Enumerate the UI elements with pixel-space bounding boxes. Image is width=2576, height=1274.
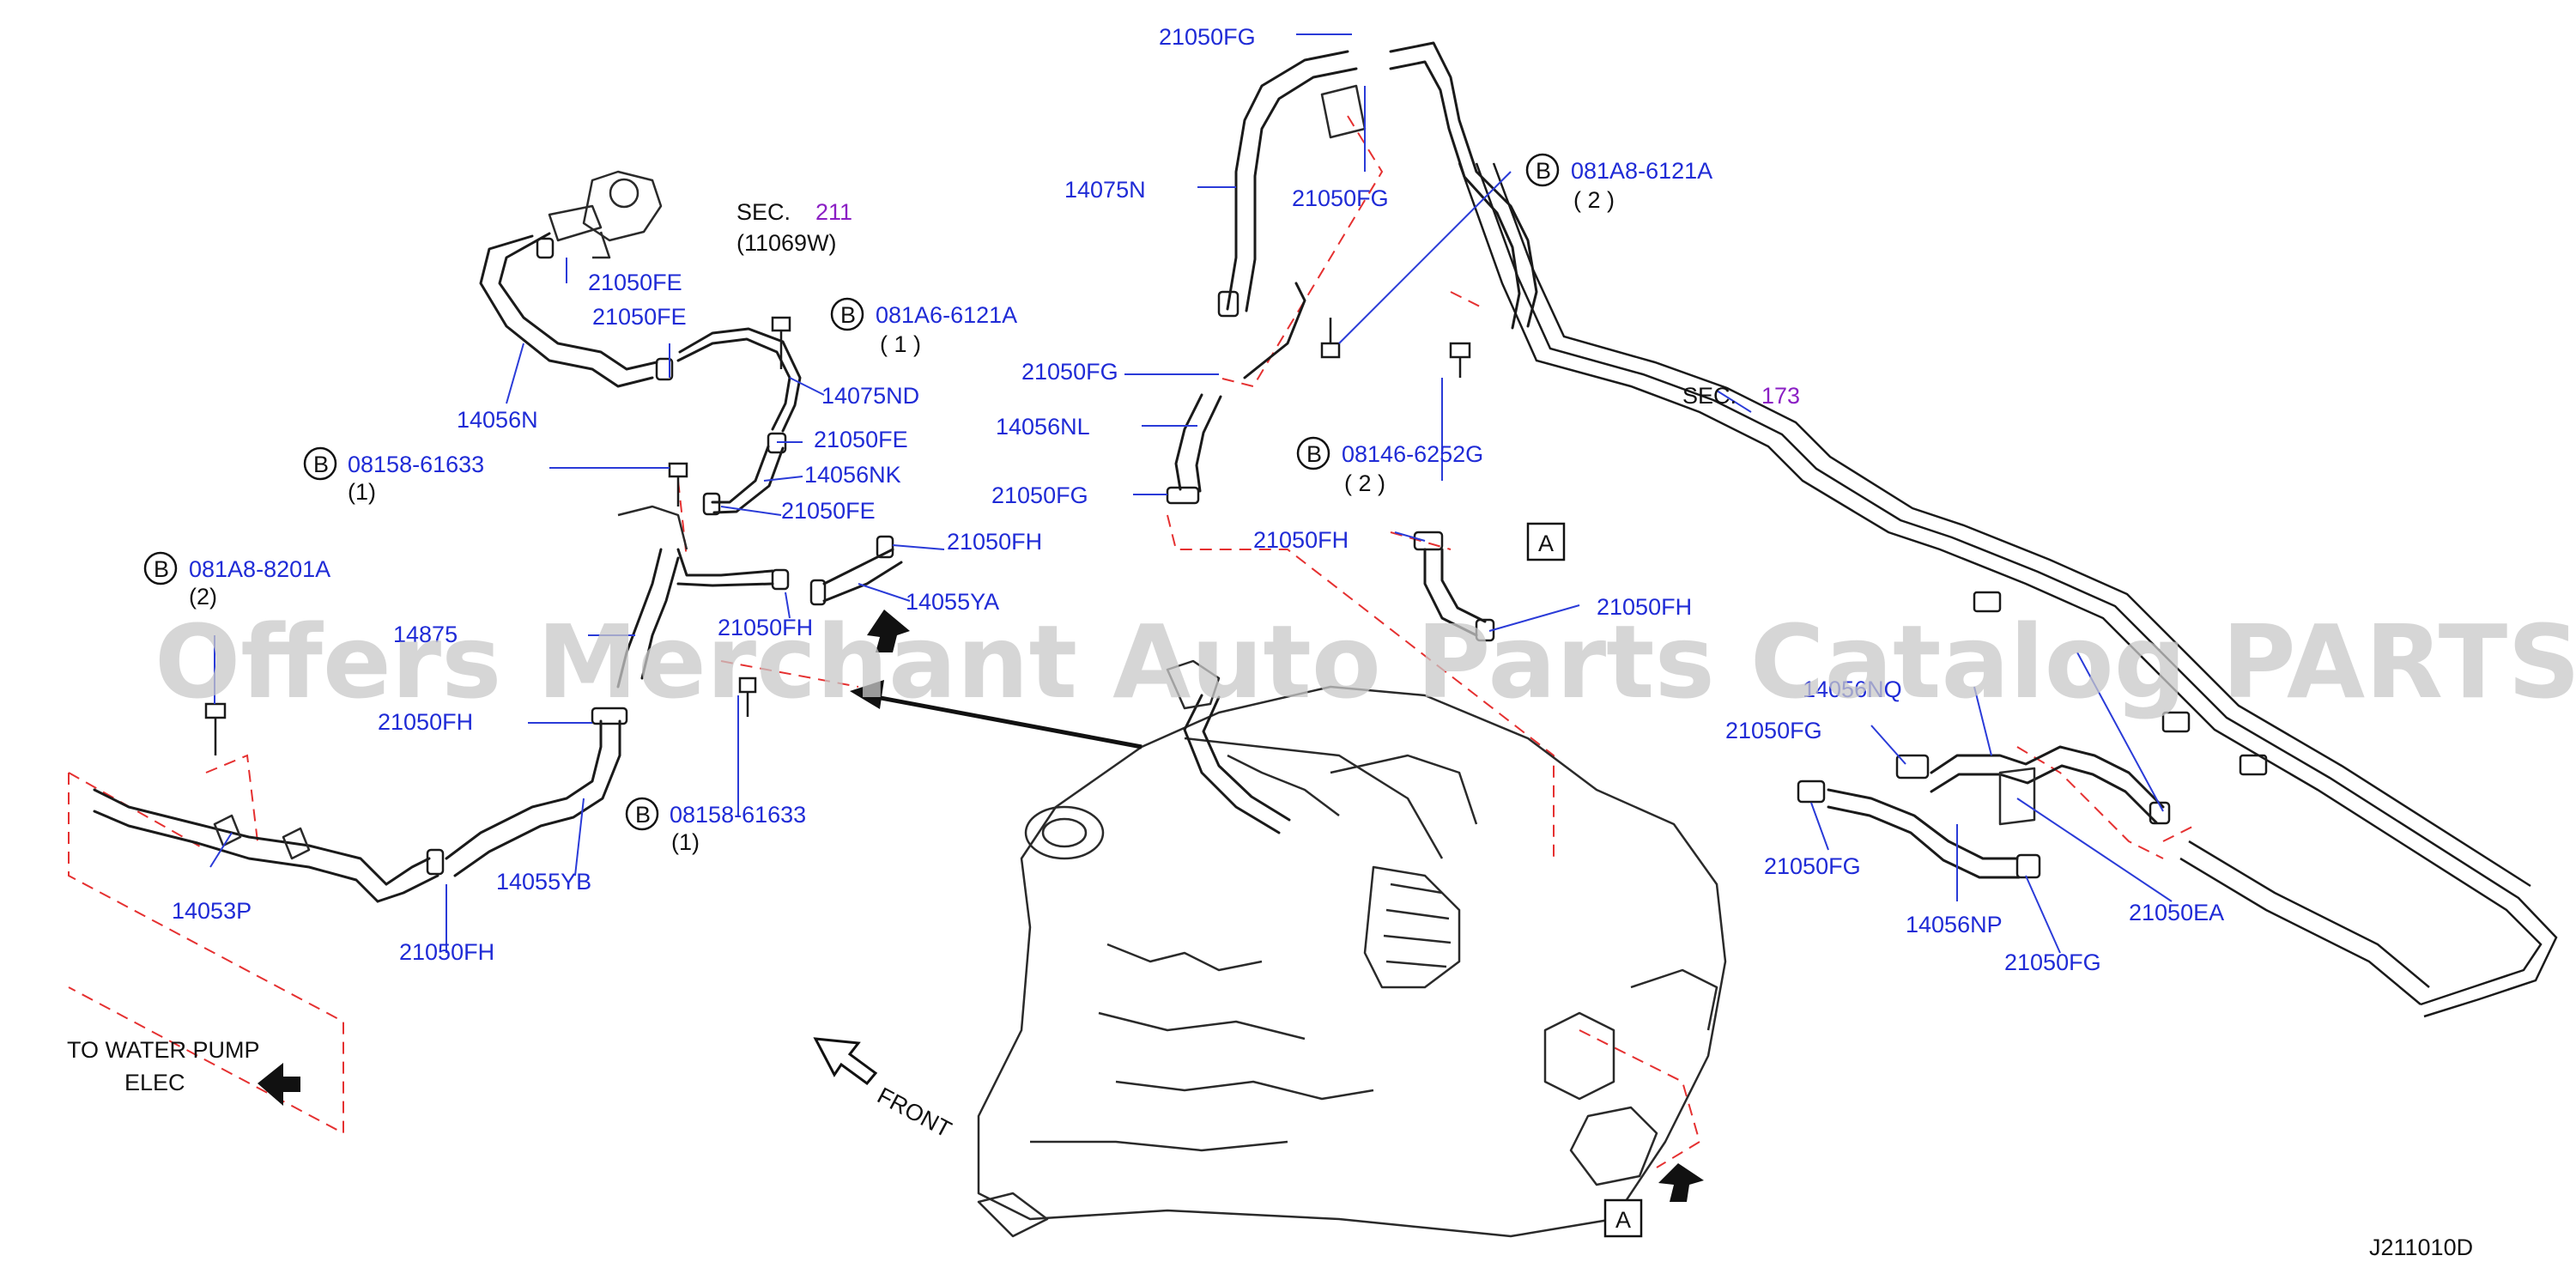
engine-block [977, 659, 1727, 1238]
label-21050fg-6[interactable]: 21050FG [1764, 853, 1861, 879]
label-14056nq[interactable]: 14056NQ [1803, 676, 1902, 702]
label-21050fh-5[interactable]: 21050FH [1253, 527, 1349, 553]
bolt-08146-qty: ( 2 ) [1344, 470, 1385, 496]
center-top-pipes [1166, 41, 1538, 642]
label-21050fh-4[interactable]: 21050FH [399, 939, 494, 965]
bolt-08158a-badge [303, 446, 337, 481]
bolt-081a8-8201-badge [143, 551, 178, 585]
bolt-08158b-code[interactable]: 08158-61633 [670, 802, 806, 828]
bolt-08146-badge-text: B [1306, 441, 1322, 467]
bolt-081a6-badge-text: B [840, 302, 856, 328]
bolt-081a8-6121-qty: ( 2 ) [1573, 187, 1615, 213]
label-21050fg-4[interactable]: 21050FG [991, 482, 1088, 508]
label-14875[interactable]: 14875 [393, 622, 458, 647]
bolt-08158b-qty: (1) [671, 829, 700, 855]
bolt-081a6-qty: ( 1 ) [880, 331, 921, 357]
label-21050fh-6[interactable]: 21050FH [1597, 594, 1692, 620]
label-21050fe-2[interactable]: 21050FE [592, 304, 687, 330]
label-21050fg-1[interactable]: 21050FG [1159, 24, 1256, 50]
bolt-081a8-6121-code[interactable]: 081A8-6121A [1571, 158, 1712, 184]
label-14055ya[interactable]: 14055YA [906, 589, 999, 615]
bolt-081a8-8201-code[interactable]: 081A8-8201A [189, 556, 330, 582]
note-elec: ELEC [124, 1070, 185, 1095]
bolt-081a8-8201-badge-text: B [154, 556, 169, 582]
label-21050fh-1[interactable]: 21050FH [947, 529, 1042, 555]
right-hoses [1797, 745, 2171, 879]
label-21050fg-5[interactable]: 21050FG [1725, 718, 1822, 743]
ref-a-top[interactable]: A [1538, 531, 1554, 556]
sec-211-prefix: SEC. [736, 199, 791, 225]
label-21050fe-4[interactable]: 21050FE [781, 498, 876, 524]
left-bottom-hoses [93, 707, 628, 903]
bolt-081a8-6121-badge-text: B [1536, 158, 1551, 184]
bolt-08146-code[interactable]: 08146-6252G [1342, 441, 1483, 467]
sec-211-number[interactable]: 211 [815, 199, 852, 225]
label-21050fe-1[interactable]: 21050FE [588, 270, 682, 295]
label-21050fg-3[interactable]: 21050FG [1021, 359, 1118, 385]
ref-a-box-bottom [1603, 1198, 1643, 1238]
watermark: Offers Merchant Auto Parts Catalog PARTS… [155, 603, 2576, 721]
bolt-08158b-badge [625, 797, 659, 831]
label-21050fg-7[interactable]: 21050FG [2004, 949, 2101, 975]
label-21050ea[interactable]: 21050EA [2129, 900, 2224, 925]
bolt-08158a-code[interactable]: 08158-61633 [348, 452, 484, 477]
label-21050fg-2[interactable]: 21050FG [1292, 185, 1389, 211]
label-14056np[interactable]: 14056NP [1906, 912, 2003, 937]
note-to-water-pump: TO WATER PUMP [67, 1037, 260, 1063]
sec-173-prefix: SEC. [1682, 383, 1737, 409]
label-14056nl[interactable]: 14056NL [996, 414, 1090, 440]
direction-arrows [258, 610, 1704, 1202]
label-14056nk[interactable]: 14056NK [804, 462, 901, 488]
bolt-081a8-8201-qty: (2) [189, 584, 217, 610]
sec-211-sub: (11069W) [736, 230, 837, 256]
label-21050fe-3[interactable]: 21050FE [814, 427, 908, 452]
right-long-pipes [1458, 162, 2558, 1018]
bolt-081a6-code[interactable]: 081A6-6121A [876, 302, 1017, 328]
label-14075n[interactable]: 14075N [1064, 177, 1146, 203]
sec-173-number[interactable]: 173 [1761, 383, 1800, 409]
left-top-hoses [204, 170, 903, 755]
label-21050fh-3[interactable]: 21050FH [378, 709, 473, 735]
ref-a-bottom[interactable]: A [1615, 1207, 1631, 1233]
bolt-08158a-badge-text: B [313, 452, 329, 477]
bolt-08146-badge [1296, 436, 1330, 470]
label-14053p[interactable]: 14053P [172, 898, 252, 924]
bolt-08158a-qty: (1) [348, 479, 376, 505]
label-14075nd[interactable]: 14075ND [821, 383, 919, 409]
bolt-081a6-badge [830, 297, 864, 331]
leader-lines [209, 33, 2173, 954]
note-front: FRONT [873, 1083, 955, 1143]
label-14055yb[interactable]: 14055YB [496, 869, 591, 895]
bolt-08158b-badge-text: B [635, 802, 651, 828]
front-arrow-icon [813, 1037, 878, 1086]
labels: SEC. 211 (11069W) 21050FE 21050FE B 081A… [67, 24, 2473, 1260]
ref-a-box-top [1526, 522, 1566, 561]
label-14056n[interactable]: 14056N [457, 407, 538, 433]
diagram-id: J211010D [2369, 1235, 2473, 1260]
label-21050fh-2[interactable]: 21050FH [718, 615, 813, 640]
bolt-081a8-6121-badge [1525, 153, 1560, 187]
